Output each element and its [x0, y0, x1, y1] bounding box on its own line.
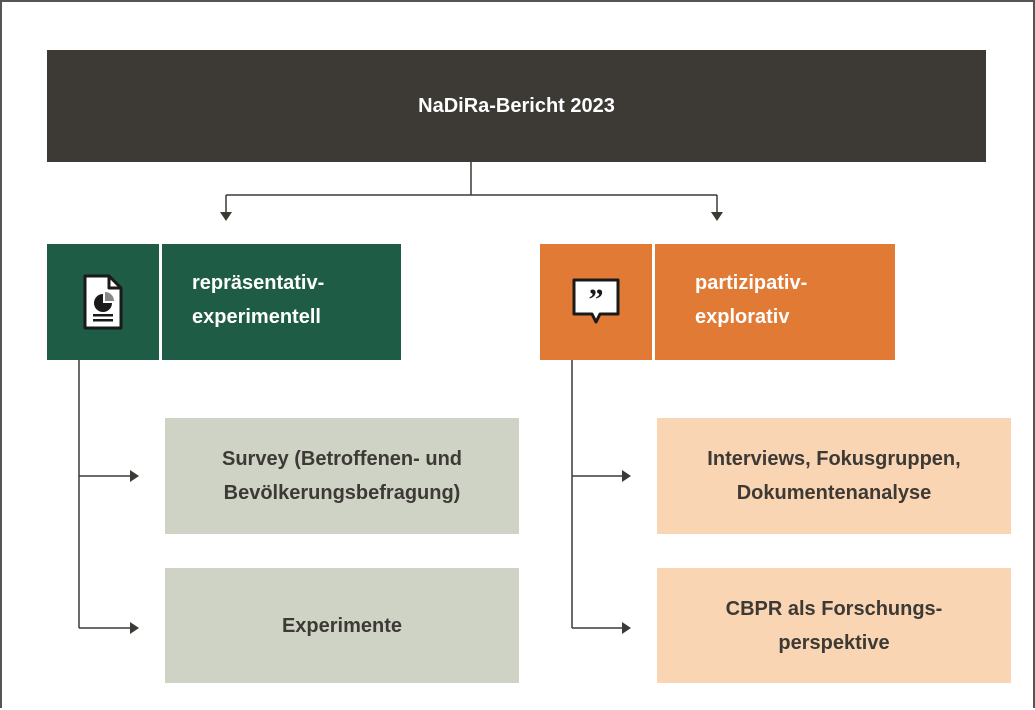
diagram-title: NaDiRa-Bericht 2023: [47, 50, 986, 162]
report-document-icon: [83, 274, 123, 330]
category-label: repräsentativ- experimentell: [192, 272, 325, 328]
category-icon-cell: ”: [540, 244, 655, 360]
method-box-experiments: Experimente: [165, 568, 519, 683]
right-item-arrow-1: [622, 470, 631, 482]
left-arrow-head: [220, 212, 232, 221]
method-box-survey: Survey (Betroffenen- und Bevölkerungsbef…: [165, 418, 519, 534]
category-participatory-explorative: ” partizipativ- explorativ: [540, 244, 895, 360]
left-item-arrow-2: [130, 622, 139, 634]
svg-text:”: ”: [589, 283, 604, 316]
right-item-arrow-2: [622, 622, 631, 634]
method-box-interviews: Interviews, Fokusgruppen, Dokumentenanal…: [657, 418, 1011, 534]
category-label: partizipativ- explorativ: [695, 272, 808, 328]
quote-speech-bubble-icon: ”: [572, 278, 620, 324]
category-representative-experimental: repräsentativ- experimentell: [47, 244, 401, 360]
right-arrow-head: [711, 212, 723, 221]
category-icon-cell: [47, 244, 162, 360]
method-box-cbpr: CBPR als Forschungs- perspektive: [657, 568, 1011, 683]
left-item-arrow-1: [130, 470, 139, 482]
